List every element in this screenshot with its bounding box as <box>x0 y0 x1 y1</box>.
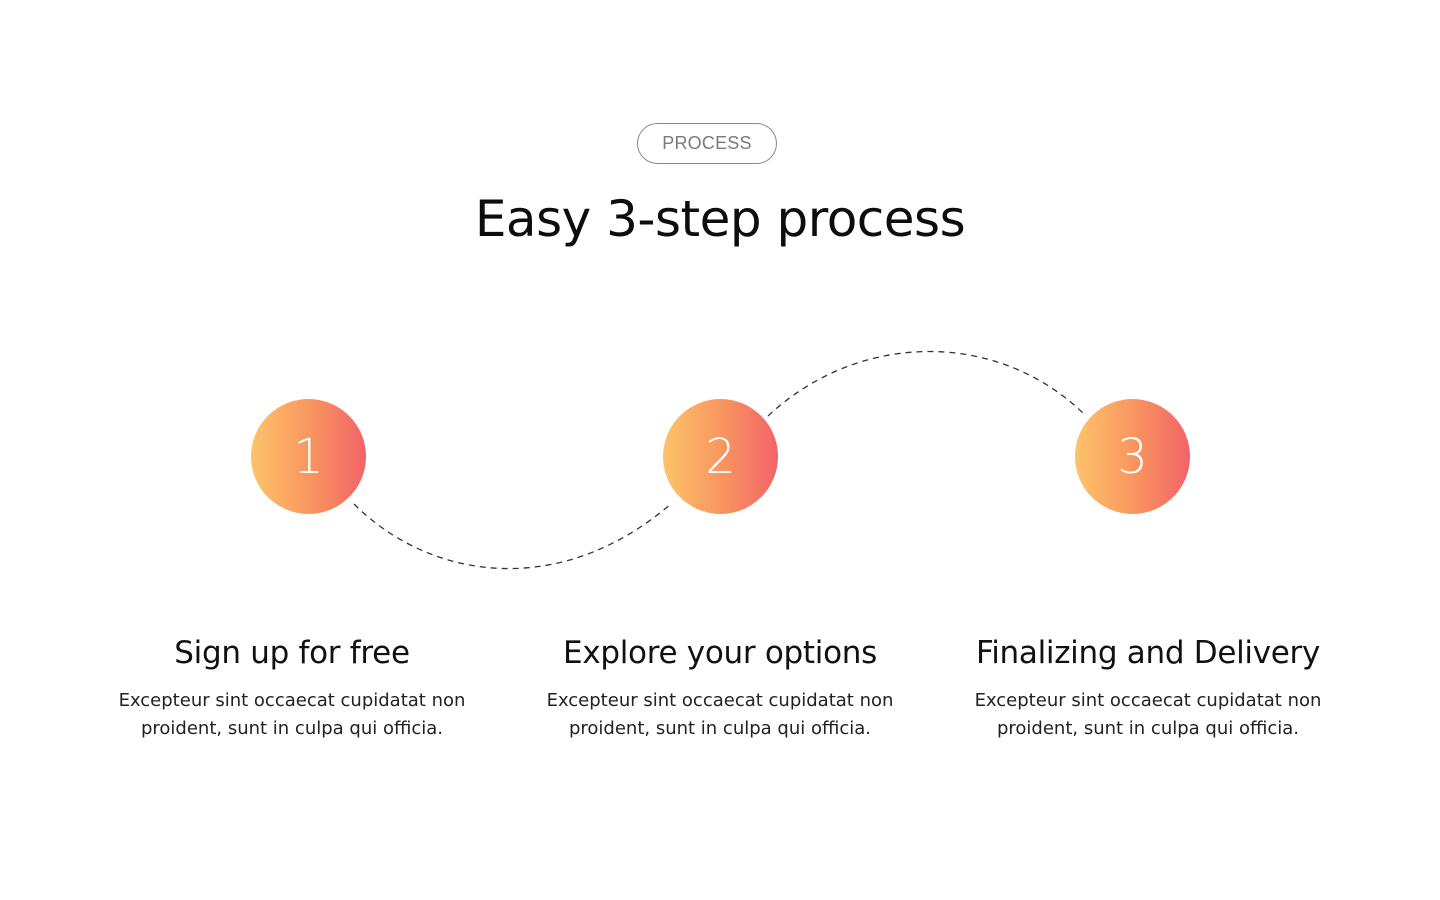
step-2-circle: 2 <box>663 399 778 514</box>
step-2-number: 2 <box>705 428 736 485</box>
page-title: Easy 3-step process <box>474 190 966 248</box>
connector-curve-1-2 <box>353 502 673 570</box>
step-1-description: Excepteur sint occaecat cupidatat non pr… <box>118 690 466 739</box>
step-3-block: Finalizing and Delivery Excepteur sint o… <box>938 635 1358 743</box>
step-1-block: Sign up for free Excepteur sint occaecat… <box>82 635 502 743</box>
step-2-block: Explore your options Excepteur sint occa… <box>510 635 930 743</box>
process-badge: PROCESS <box>637 123 777 164</box>
connector-curve-2-3 <box>767 350 1087 417</box>
step-1-circle: 1 <box>251 399 366 514</box>
step-1-number: 1 <box>293 428 324 485</box>
step-2-title: Explore your options <box>563 635 877 671</box>
step-3-description: Excepteur sint occaecat cupidatat non pr… <box>974 690 1322 739</box>
step-2-description: Excepteur sint occaecat cupidatat non pr… <box>546 690 894 739</box>
step-3-circle: 3 <box>1075 399 1190 514</box>
step-3-title: Finalizing and Delivery <box>975 635 1321 671</box>
step-3-number: 3 <box>1117 428 1148 485</box>
step-1-title: Sign up for free <box>174 635 410 671</box>
